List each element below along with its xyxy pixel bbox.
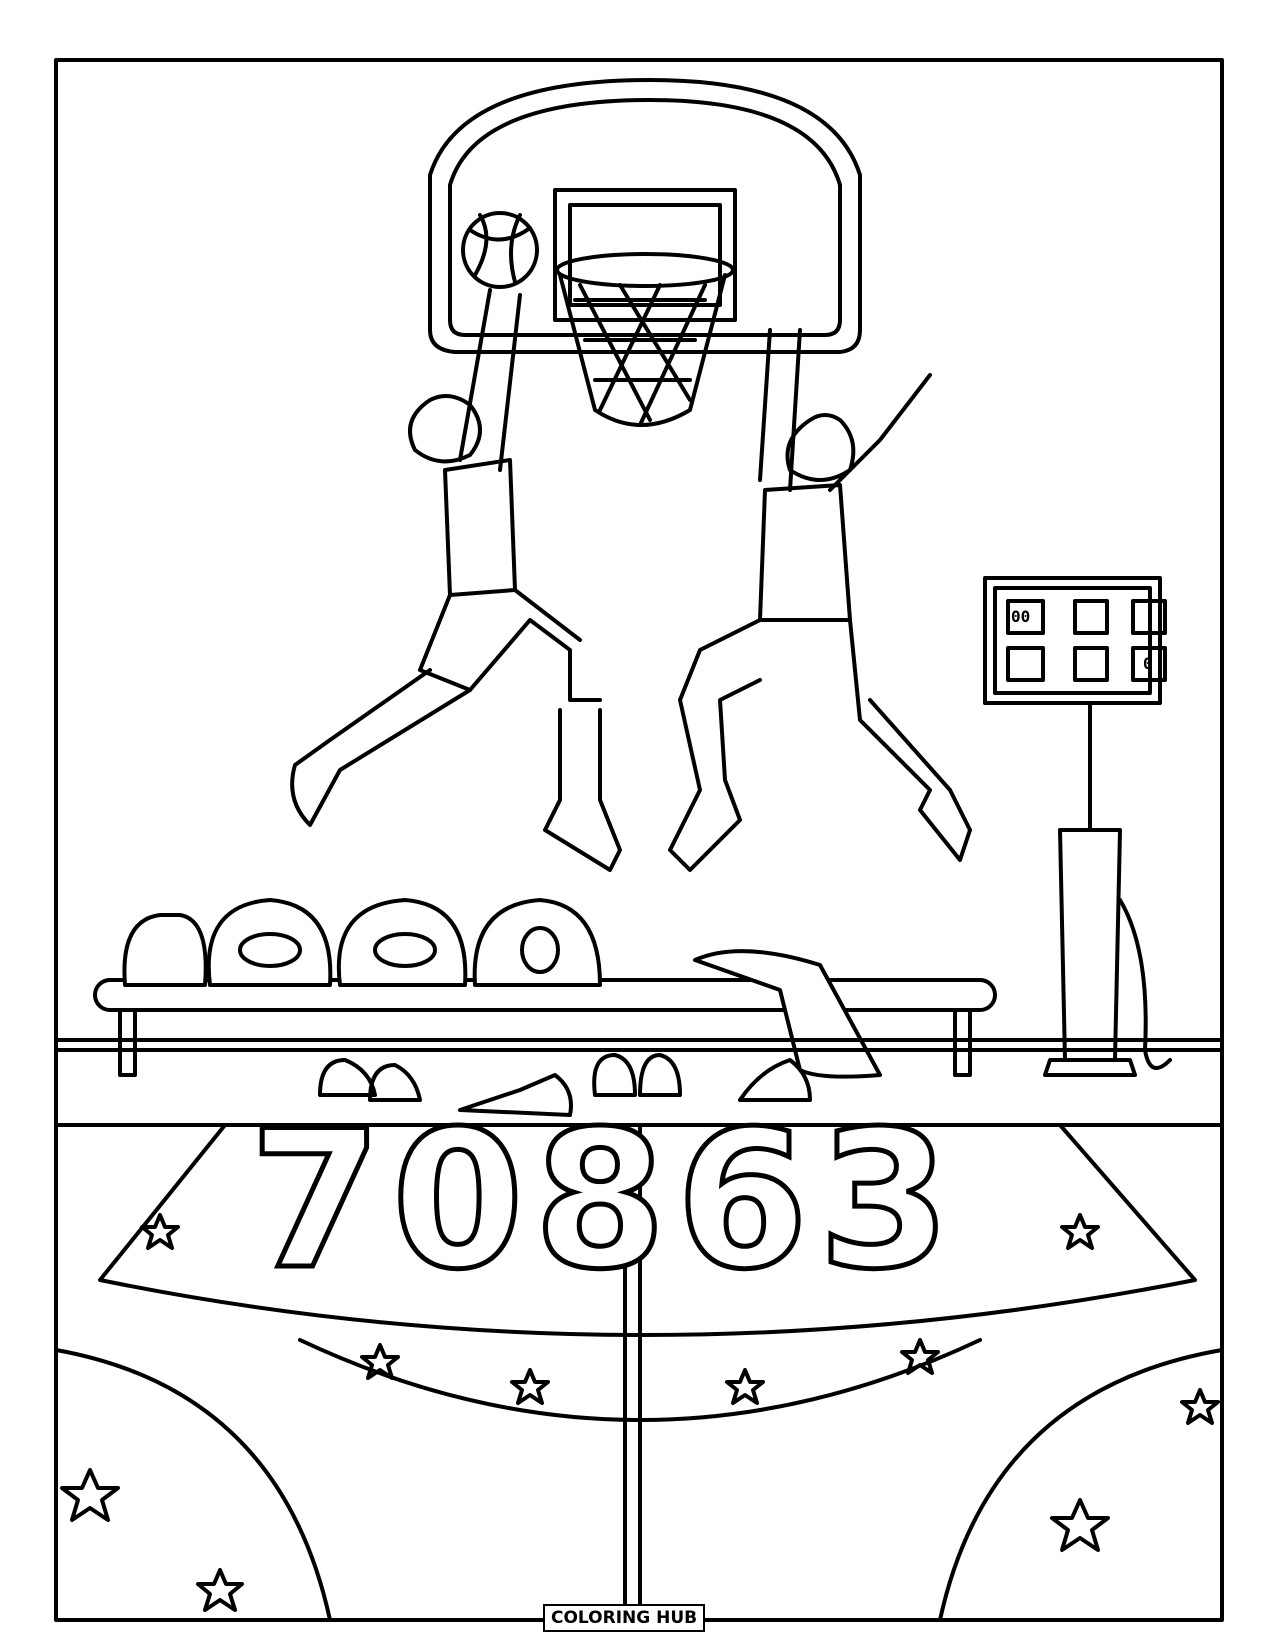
court-number: 70863 [247, 1088, 961, 1314]
floor-lines [54, 1038, 1224, 1622]
basketball-hoop-net [555, 252, 735, 427]
player-left [290, 288, 622, 872]
basketball [461, 211, 539, 289]
scoreboard-home-score: 00 [1011, 607, 1031, 626]
gym-bags [122, 898, 882, 1079]
player-right [668, 328, 972, 872]
brand-logo: COLORING HUB [543, 1604, 706, 1632]
stars [60, 1213, 1220, 1612]
scoreboard-away-score: 0 [1143, 654, 1153, 673]
scoreboard [983, 576, 1172, 1077]
shoes [318, 1053, 812, 1117]
basketball-backboard [428, 78, 862, 354]
